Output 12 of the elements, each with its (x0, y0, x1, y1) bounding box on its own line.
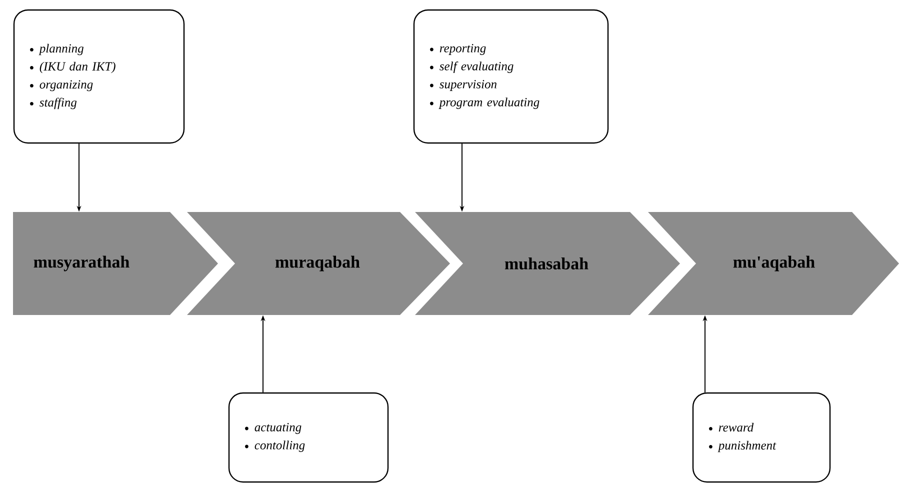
chevron-step: musyarathah (13, 212, 218, 315)
bullet-list-box: reward punishment (692, 392, 831, 483)
bullet-list-box: actuating contolling (228, 392, 389, 483)
chevron-step: mu'aqabah (648, 212, 899, 315)
node-label: muhasabah (504, 257, 588, 270)
bullet-list-box: planning (IKU dan IKT) organizing staffing (13, 9, 185, 144)
node-label: musyarathah (34, 256, 130, 272)
bullet-list-box: reporting self evaluating supervision program evaluating (413, 9, 609, 144)
chevron-step: muhasabah (415, 212, 680, 315)
node-label: muraqabah (275, 256, 360, 272)
chevron-step: muraqabah (187, 212, 450, 315)
node-label: mu'aqabah (733, 256, 815, 272)
